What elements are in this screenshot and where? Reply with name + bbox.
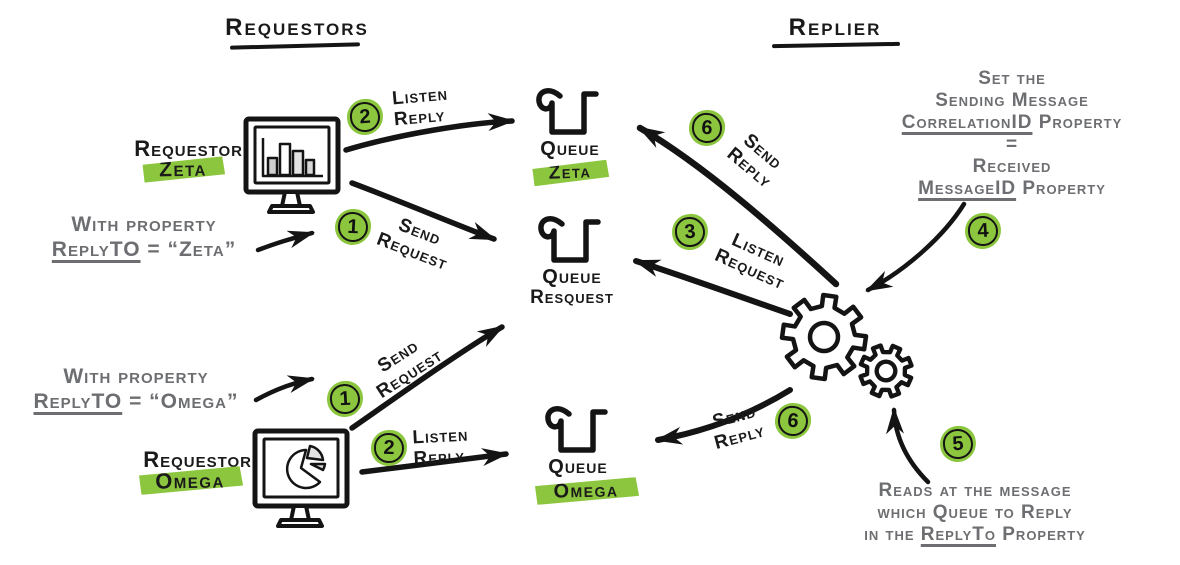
replier-heading: Replier bbox=[788, 14, 882, 41]
arrow-send-reply-top bbox=[636, 124, 840, 288]
queue-omega-label: Queue bbox=[548, 456, 608, 478]
arrow-listen-request bbox=[633, 258, 793, 317]
arrow-note-omega bbox=[253, 375, 315, 403]
queue-zeta-icon bbox=[536, 88, 599, 135]
requestor-zeta-monitor-icon bbox=[243, 116, 341, 214]
requestor-zeta-label: Requestor bbox=[134, 136, 243, 161]
queue-omega-icon bbox=[545, 406, 608, 453]
queue-request-name: Resquest bbox=[530, 287, 614, 308]
arrow-listen-reply-omega bbox=[359, 448, 509, 475]
requestor-omega-monitor-icon bbox=[252, 428, 350, 528]
requestors-heading: Requestors bbox=[225, 14, 369, 41]
arrow-note-zeta bbox=[255, 230, 315, 253]
queue-zeta-label: Queue bbox=[540, 138, 600, 160]
arrow-send-reply-bottom bbox=[655, 387, 793, 445]
arrow-send-request-omega bbox=[349, 324, 505, 431]
arrow-listen-reply-zeta bbox=[343, 113, 515, 153]
note-replyto-omega: With property ReplyTO = “Omega” bbox=[33, 365, 239, 413]
arrow-step5-to-gears bbox=[886, 407, 931, 485]
replier-gears-icon bbox=[779, 292, 914, 399]
note-replyto-zeta: With property ReplyTO = “Zeta” bbox=[51, 213, 237, 261]
arrow-send-request-zeta bbox=[349, 180, 497, 242]
note-correlation-id: Set the Sending Message CorrelationID Pr… bbox=[901, 68, 1123, 199]
queue-request-label: Queue bbox=[542, 266, 602, 288]
note-reads-replyto: Reads at the message which Queue to Repl… bbox=[864, 480, 1086, 545]
arrow-step4-to-gears bbox=[865, 201, 967, 293]
queue-request-icon bbox=[538, 216, 601, 263]
